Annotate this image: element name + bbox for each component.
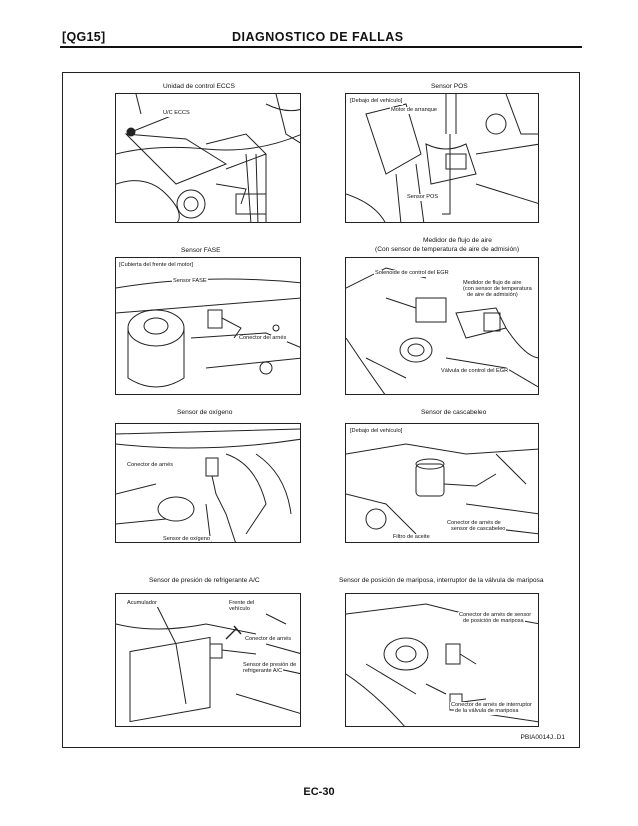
eccs-illustration	[116, 94, 300, 222]
header-rule	[60, 46, 582, 48]
label-egr-solenoid: Solenoide de control del EGR	[374, 270, 450, 277]
diagram-oxygen-sensor: Conector de arnés Sensor de oxígeno	[115, 423, 301, 543]
label-oil-filter: Filtro de aceite	[392, 534, 431, 541]
diagram-fase-sensor: [Cubierta del frente del motor] Sensor F…	[115, 257, 301, 395]
label-maf: Medidor de flujo de aire	[462, 280, 523, 287]
label-vehicle-front-2: vehículo	[228, 606, 251, 613]
figure-frame: Unidad de control ECCS Sensor POS U/C EC…	[62, 72, 580, 748]
diagram-ac-pressure-sensor: Acumulador Frente del vehículo Conector …	[115, 593, 301, 727]
label-tps-harness-1: Conector de arnés de sensor	[458, 612, 533, 619]
label-pos-sensor: Sensor POS	[406, 194, 440, 201]
panel-title-oxygen: Sensor de oxígeno	[177, 409, 233, 416]
figure-code: PBIA0014J..D1	[520, 734, 565, 741]
label-starter-motor: Motor de arranque	[390, 107, 439, 114]
label-oxygen-harness: Conector de arnés	[126, 462, 175, 469]
panel-title-knock: Sensor de cascabeleo	[421, 409, 487, 416]
panel-title-eccs: Unidad de control ECCS	[163, 83, 235, 90]
label-uc-eccs: U/C ECCS	[162, 110, 191, 117]
label-under-vehicle-knock: [Debajo del vehículo]	[349, 428, 404, 435]
label-knock-harness-2: sensor de cascabeleo	[450, 526, 507, 533]
page-title: DIAGNOSTICO DE FALLAS	[232, 30, 404, 44]
label-throttle-switch-2: de la válvula de mariposa	[454, 708, 520, 715]
label-ac-harness: Conector de arnés	[244, 636, 293, 643]
label-tps-harness-2: de posición de mariposa	[462, 618, 525, 625]
panel-title-fase: Sensor FASE	[181, 247, 221, 254]
label-under-vehicle: [Debajo del vehículo]	[349, 98, 404, 105]
label-oxygen-sensor: Sensor de oxígeno	[162, 536, 211, 542]
label-harness-connector: Conector del arnés	[238, 335, 288, 342]
ac-illustration	[116, 603, 300, 723]
label-ac-sensor-2: refrigerante A/C	[242, 668, 284, 675]
label-engine-front-cover: [Cubierta del frente del motor]	[118, 262, 194, 269]
diagram-pos-sensor: [Debajo del vehículo] Motor de arranque …	[345, 93, 539, 223]
knock-illustration	[346, 443, 538, 535]
header-code: [QG15]	[62, 30, 106, 44]
oxygen-illustration	[116, 428, 300, 542]
panel-title-throttle: Sensor de posición de mariposa, interrup…	[339, 577, 544, 584]
panel-title-maf: Medidor de flujo de aire	[423, 237, 492, 244]
label-ac-sensor-1: Sensor de presión de	[242, 662, 298, 669]
label-knock-harness-1: Conector de arnés de	[446, 520, 502, 527]
label-accumulator: Acumulador	[126, 600, 158, 607]
panel-subtitle-maf: (Con sensor de temperatura de aire de ad…	[375, 246, 520, 253]
diagram-knock-sensor: [Debajo del vehículo] Conector de arnés …	[345, 423, 539, 543]
diagram-throttle-sensor: Conector de arnés de sensor de posición …	[345, 593, 539, 727]
fase-illustration	[116, 278, 300, 388]
panel-title-ac-pressure: Sensor de presión de refrigerante A/C	[149, 577, 260, 584]
panel-title-pos: Sensor POS	[431, 83, 468, 90]
page-number: EC-30	[303, 786, 335, 798]
pos-illustration	[346, 94, 538, 222]
label-fase-sensor: Sensor FASE	[172, 278, 208, 285]
label-vehicle-front-1: Frente del	[228, 600, 256, 607]
diagram-maf-sensor: Solenoide de control del EGR Medidor de …	[345, 257, 539, 395]
throttle-illustration	[346, 603, 538, 726]
label-maf-temp-line2: de aire de admisión)	[466, 292, 519, 299]
label-throttle-switch-1: Conector de arnés de interruptor	[450, 702, 533, 709]
diagram-eccs-unit: U/C ECCS	[115, 93, 301, 223]
label-egr-valve: Válvula de control del EGR	[440, 368, 510, 375]
label-maf-temp-line1: (con sensor de temperatura	[462, 286, 533, 293]
